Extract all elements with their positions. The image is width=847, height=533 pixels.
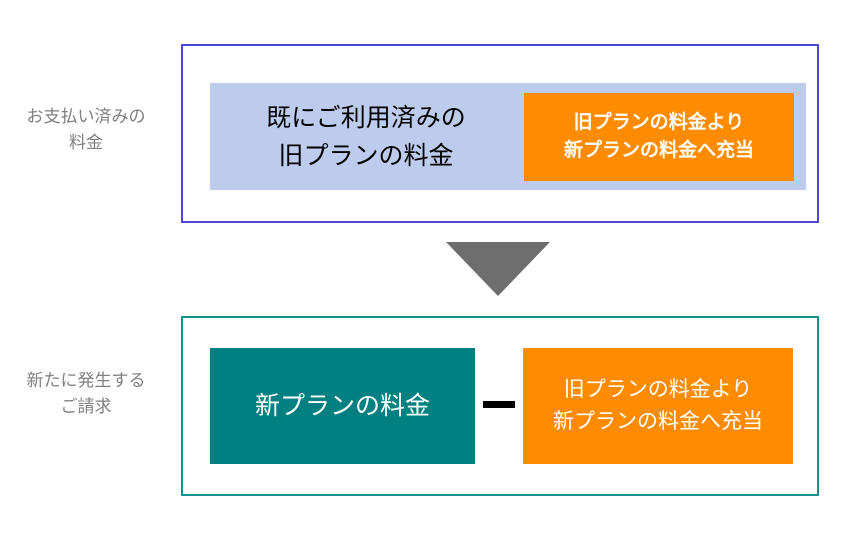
row-label-new-charges: 新たに発生する ご請求 [26, 371, 146, 416]
credit-box-bottom: 旧プランの料金より 新プランの料金へ充当 [523, 348, 793, 464]
credit-box-top: 旧プランの料金より 新プランの料金へ充当 [524, 93, 794, 181]
new-plan-box: 新プランの料金 [210, 348, 475, 464]
used-plan-band: 既にご利用済みの 旧プランの料金 旧プランの料金より 新プランの料金へ充当 [210, 83, 806, 190]
paid-charges-panel: 既にご利用済みの 旧プランの料金 旧プランの料金より 新プランの料金へ充当 [181, 44, 819, 223]
row-label-paid-charges: お支払い済みの 料金 [26, 107, 146, 152]
minus-operator-icon [483, 401, 515, 408]
down-arrow-icon [446, 242, 550, 296]
used-plan-label: 既にご利用済みの 旧プランの料金 [266, 103, 466, 170]
new-charges-panel: 新プランの料金 旧プランの料金より 新プランの料金へ充当 [181, 316, 819, 496]
